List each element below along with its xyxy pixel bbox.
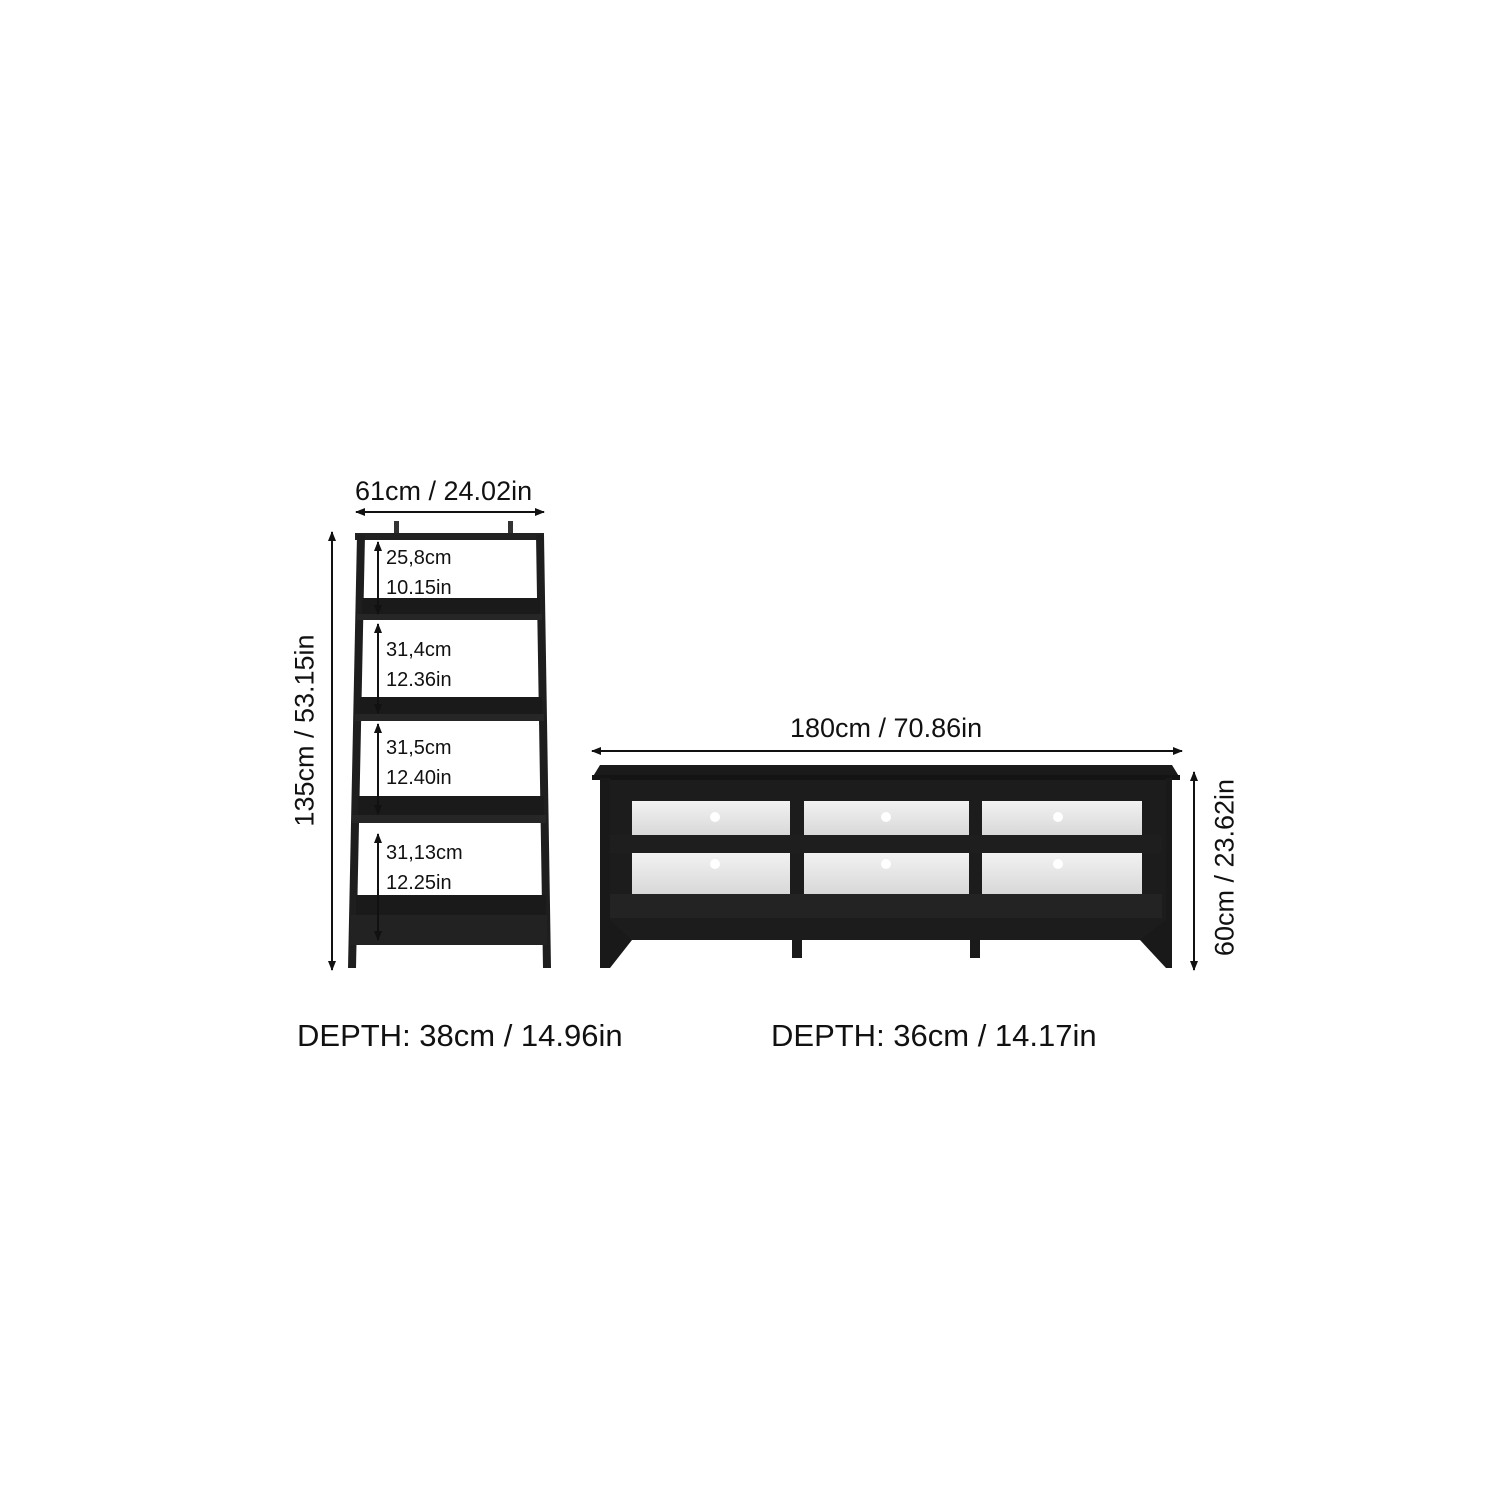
shelf-2-cm: 31,4cm bbox=[386, 639, 452, 661]
shelf-4-in: 12.25in bbox=[386, 872, 452, 894]
tv-stand-width-label: 180cm / 70.86in bbox=[790, 713, 983, 743]
shelf-1-in: 10.15in bbox=[386, 577, 452, 599]
shelf-1-cm: 25,8cm bbox=[386, 547, 452, 569]
shelf-2-in: 12.36in bbox=[386, 669, 452, 691]
shelf-3-in: 12.40in bbox=[386, 767, 452, 789]
tv-stand-depth-label: DEPTH: 36cm / 14.17in bbox=[771, 1018, 1097, 1053]
tv-stand bbox=[592, 765, 1180, 968]
shelf-4-cm: 31,13cm bbox=[386, 842, 463, 864]
tv-stand-height-label: 60cm / 23.62in bbox=[1209, 778, 1240, 957]
ladder-bookshelf bbox=[348, 521, 551, 968]
bookshelf-width-label: 61cm / 24.02in bbox=[355, 476, 533, 506]
bookshelf-depth-label: DEPTH: 38cm / 14.96in bbox=[297, 1018, 623, 1053]
bookshelf-height-label: 135cm / 53.15in bbox=[289, 634, 320, 827]
shelf-3-cm: 31,5cm bbox=[386, 737, 452, 759]
